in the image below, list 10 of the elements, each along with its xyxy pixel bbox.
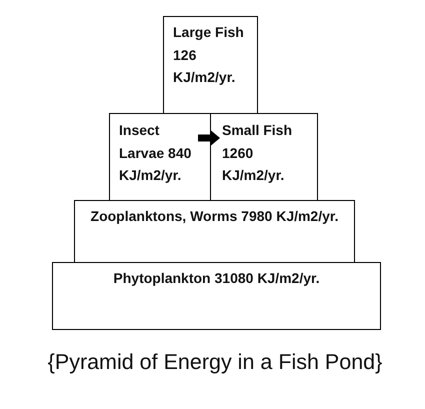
energy-level-box bbox=[52, 262, 381, 330]
energy-level-box bbox=[163, 16, 258, 114]
level-label: Zooplanktons, Worms 7980 KJ/m2/yr. bbox=[90, 207, 340, 226]
caption: {Pyramid of Energy in a Fish Pond} bbox=[46, 350, 384, 375]
arrow bbox=[198, 130, 220, 146]
level-label: Small Fish 1260 KJ/m2/yr. bbox=[222, 121, 294, 185]
level-label: Insect Larvae 840 KJ/m2/yr. bbox=[119, 121, 192, 185]
energy-level-box bbox=[74, 200, 355, 263]
level-label: Large Fish 126 KJ/m2/yr. bbox=[173, 23, 245, 87]
level-label: Phytoplankton 31080 KJ/m2/yr. bbox=[112, 269, 321, 288]
